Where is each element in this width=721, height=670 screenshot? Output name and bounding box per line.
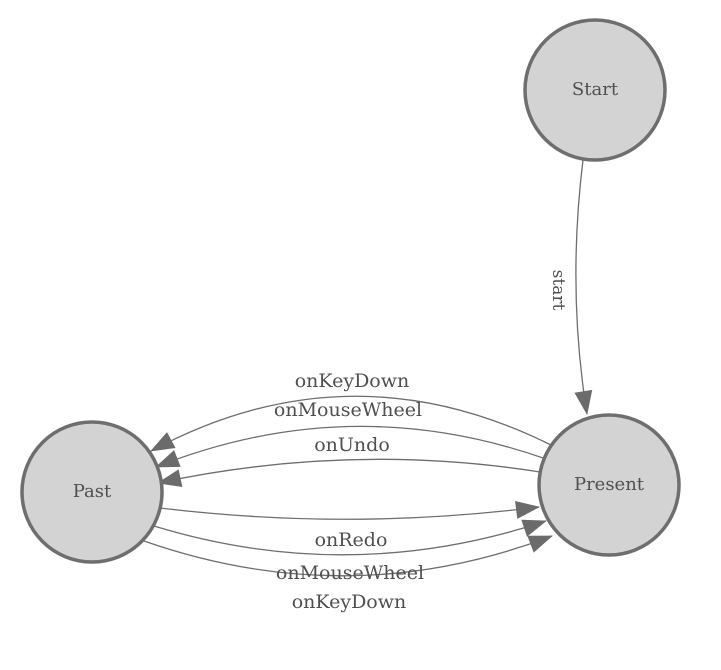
edge-label-onmousewheel-top: onMouseWheel (274, 399, 422, 421)
node-start-label: Start (572, 79, 619, 100)
edge-past-to-present-onmousewheel (153, 519, 547, 556)
node-present-label: Present (574, 474, 645, 495)
edge-label-onredo: onRedo (315, 529, 388, 551)
edge-present-to-past-onmousewheel (155, 425, 547, 468)
edge-group (143, 159, 593, 577)
edge-label-group: start onKeyDown onMouseWheel onUndo onRe… (274, 270, 568, 613)
edge-label-onmousewheel-bottom: onMouseWheel (276, 562, 424, 584)
node-start-circle (523, 18, 667, 162)
node-past-label: Past (73, 481, 112, 502)
edge-label-onundo: onUndo (314, 434, 390, 456)
edge-present-to-past-onundo (157, 458, 541, 488)
edge-past-to-present-onredo (159, 500, 540, 520)
node-present-circle (537, 413, 681, 557)
node-group: Start Past Present (20, 18, 681, 564)
edge-label-onkeydown-top: onKeyDown (295, 370, 410, 392)
edge-label-onkeydown-bottom: onKeyDown (292, 591, 407, 613)
edge-present-to-past-onkeydown (150, 395, 554, 452)
edge-past-to-present-onkeydown (143, 535, 553, 577)
node-past-circle (20, 420, 164, 564)
edge-label-start: start (548, 270, 568, 311)
edge-start-to-present (574, 159, 593, 415)
